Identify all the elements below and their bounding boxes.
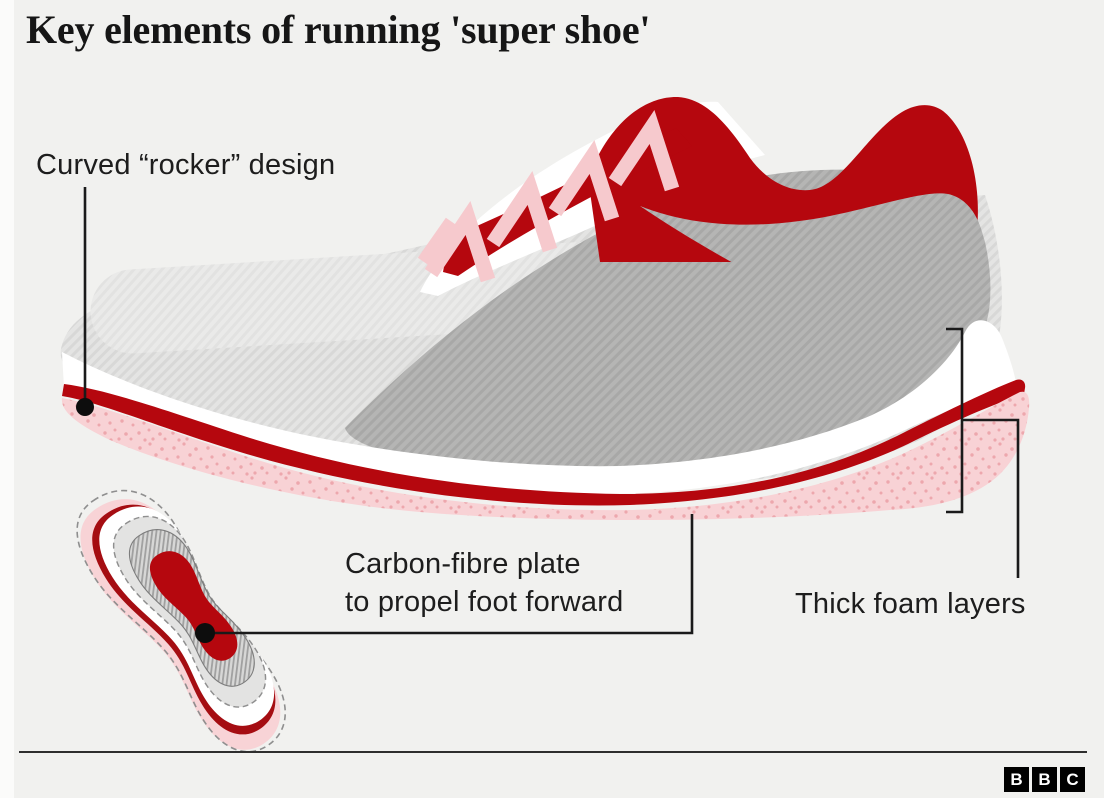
laces <box>417 110 680 283</box>
heel-counter <box>640 193 987 341</box>
lace <box>486 171 558 253</box>
lace <box>548 140 620 222</box>
sole-cutaway-view <box>53 468 319 769</box>
foam-connector-line <box>962 418 1020 578</box>
foam-sole <box>61 391 1030 521</box>
rocker-label: Curved “rocker” design <box>36 149 336 181</box>
carbon-marker-dot <box>195 623 215 643</box>
carbon-plate-label-line1: Carbon-fibre plate <box>345 548 581 580</box>
callout-connectors <box>83 187 1020 635</box>
shoe-side-view <box>60 96 1030 521</box>
lace <box>424 201 496 283</box>
bbc-logo: B B C <box>1004 767 1085 792</box>
bbc-logo-block: B <box>1004 767 1029 792</box>
page-title: Key elements of running 'super shoe' <box>26 7 651 52</box>
left-edge-strip <box>0 0 14 798</box>
lace <box>417 217 459 267</box>
midsole-white <box>62 320 1016 494</box>
carbon-plate-label: Carbon-fibre plate to propel foot forwar… <box>345 545 623 621</box>
carbon-plate-label-line2: to propel foot forward <box>345 586 624 618</box>
lace <box>608 110 680 192</box>
bbc-logo-block: B <box>1032 767 1057 792</box>
footer-divider <box>19 751 1087 753</box>
foam-label: Thick foam layers <box>795 588 1026 620</box>
carbon-connector-line <box>205 514 694 635</box>
bbc-logo-block: C <box>1060 767 1085 792</box>
carbon-plate-stripe <box>62 379 1026 506</box>
rocker-marker-dot <box>76 398 94 416</box>
